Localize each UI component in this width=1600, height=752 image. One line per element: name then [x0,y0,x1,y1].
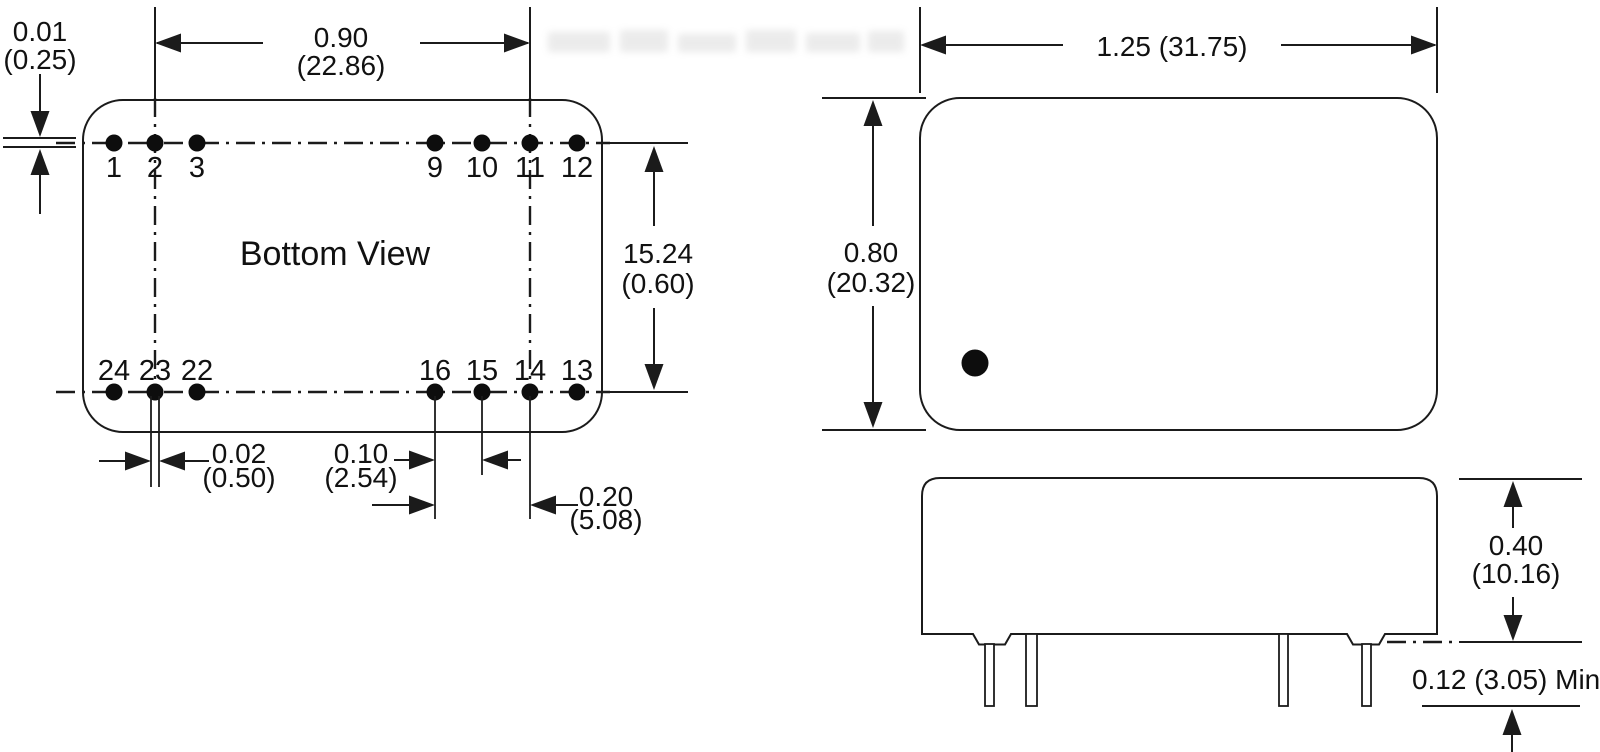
arrow-up-icon [1503,481,1523,507]
pin-label-15: 15 [466,355,498,387]
arrow-down-icon [1503,615,1523,641]
dim-pin-gap-value: 0.20 [579,481,634,512]
pin-label-24: 24 [98,355,130,387]
pin-dot-11 [521,134,539,152]
side-pin [1361,643,1372,707]
pin-dot-12 [568,134,586,152]
pin-label-10: 10 [466,152,498,184]
side-view-body-outline [921,477,1438,646]
pin-label-16: 16 [419,355,451,387]
pin-label-9: 9 [427,152,443,184]
dim-pin-row-offset-metric: (0.25) [3,44,76,75]
top-view: 1.25 (31.75) 0.80 (20.32) [822,7,1438,431]
dim-pin-row-offset: 0.01 (0.25) [3,16,77,214]
bottom-view: Bottom View 1 2 3 9 10 11 [3,7,695,535]
dim-body-width-value: 0.80 [844,237,899,268]
pin-label-11: 11 [515,152,545,184]
dim-row-spacing-value: 15.24 [623,238,693,269]
arrow-right-icon [504,33,530,53]
top-view-package-outline [919,97,1438,431]
pin-label-2: 2 [147,152,163,184]
arrow-right-icon [1411,35,1437,55]
dim-body-height-value: 0.40 [1489,530,1544,561]
pin-label-23: 23 [139,355,171,387]
dim-body-height: 0.40 (10.16) [1472,481,1561,641]
dim-pin-span-metric: (22.86) [297,50,386,81]
bottom-pin-row: 24 23 22 16 15 14 13 [98,355,593,401]
dim-pin-width-value: 0.02 [212,438,267,469]
pin-dot-2 [146,134,164,152]
side-pin [1278,633,1289,707]
top-pin-row: 1 2 3 9 10 11 12 [105,134,593,184]
dim-body-length: 1.25 (31.75) [919,7,1438,93]
dim-pin-span-value: 0.90 [314,22,369,53]
arrow-left-icon [530,495,556,515]
arrow-right-icon [409,450,435,470]
dim-pin-length-min: 0.12 (3.05) Min. [1412,664,1600,752]
arrow-left-icon [920,35,946,55]
arrow-down-icon [644,364,664,390]
pin-dot-22 [188,383,206,401]
arrow-up-icon [1502,709,1522,735]
arrow-left-icon [482,450,508,470]
bottom-view-package-outline [82,99,603,433]
pin-dot-14 [521,383,539,401]
dim-pin-pitch-value: 0.10 [334,438,389,469]
pin-label-3: 3 [189,152,205,184]
pin-dot-16 [426,383,444,401]
arrow-down-icon [863,402,883,428]
dim-body-width: 0.80 (20.32) [822,97,926,431]
pin-label-13: 13 [561,355,593,387]
pin-dot-3 [188,134,206,152]
dim-row-spacing-metric: (0.60) [621,268,694,299]
side-pin [984,643,995,707]
arrow-left-icon [159,451,185,471]
bottom-view-title: Bottom View [240,235,431,273]
side-view: 0.40 (10.16) 0.12 (3.05) Min. [921,477,1600,752]
side-view-pins [984,633,1372,707]
dim-pin-width: 0.02 (0.50) [99,396,276,493]
pin1-indicator-dot [961,349,989,377]
arrow-right-icon [409,495,435,515]
pin-dot-15 [473,383,491,401]
pin-dot-1 [105,134,123,152]
dim-pin-pitch: 0.10 (2.54) [324,396,521,519]
dim-pin-span: 0.90 (22.86) [155,22,530,81]
pin-dot-13 [568,383,586,401]
dim-pin-gap-metric: (5.08) [569,504,642,535]
pin-dot-24 [105,383,123,401]
pin-label-22: 22 [181,355,213,387]
dim-pin-gap: 0.20 (5.08) [529,396,643,535]
arrow-up-icon [863,100,883,126]
dim-body-length-value: 1.25 (31.75) [1097,31,1248,62]
side-pin [1025,633,1038,707]
arrow-down-icon [30,111,50,137]
dim-body-width-metric: (20.32) [827,267,916,298]
pin-label-14: 14 [514,355,546,387]
dim-pin-row-offset-value: 0.01 [13,16,68,47]
pin-label-12: 12 [561,152,593,184]
pin-dot-9 [426,134,444,152]
dim-pin-width-metric: (0.50) [202,462,275,493]
arrow-up-icon [30,149,50,175]
pin-dot-10 [473,134,491,152]
ghost-text-artifact [548,30,904,52]
dim-row-spacing: 15.24 (0.60) [621,146,695,390]
arrow-up-icon [644,146,664,172]
dim-body-height-metric: (10.16) [1472,558,1561,589]
arrow-right-icon [125,451,151,471]
dim-pin-length-min-value: 0.12 (3.05) Min. [1412,664,1600,695]
pin-label-1: 1 [106,152,122,184]
dim-pin-pitch-metric: (2.54) [324,462,397,493]
